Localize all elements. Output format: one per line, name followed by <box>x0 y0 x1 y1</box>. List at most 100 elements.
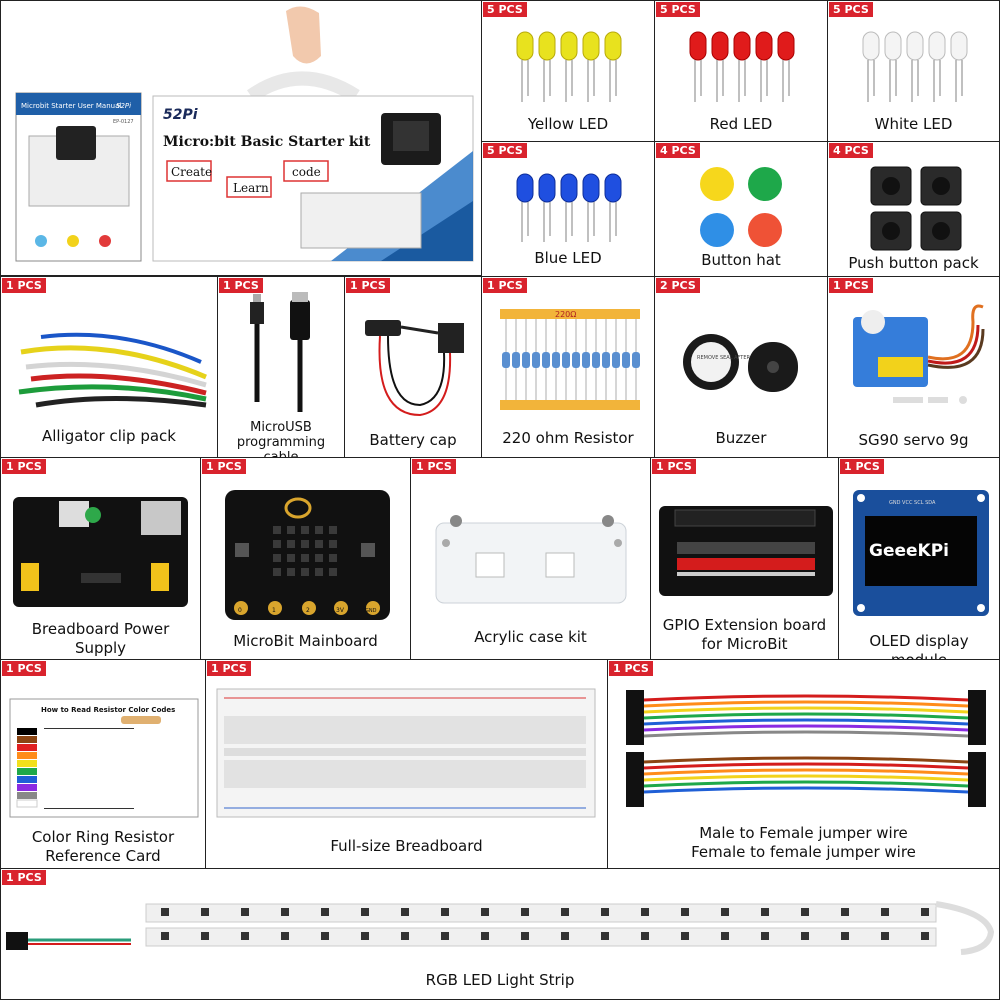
item-white-led: 5 PCS White LED <box>827 0 1000 142</box>
item-label-line2: Supply <box>74 639 127 657</box>
rgb-strip-icon <box>6 901 995 955</box>
item-label: White LED <box>874 115 953 133</box>
item-label: Full-size Breadboard <box>330 837 483 855</box>
item-push-button: 4 PCS Push button pack <box>827 141 1000 277</box>
item-servo: 1 PCS SG90 servo 9g <box>827 276 1000 458</box>
qty-badge: 4 PCS <box>656 143 700 158</box>
red-led-icon <box>689 31 795 102</box>
item-oled: 1 PCS GeeeKPi GND VCC SCL SDA OLED displ… <box>838 457 1000 660</box>
yellow-led-icon <box>516 31 622 102</box>
alligator-clip-icon <box>18 332 207 408</box>
box-title: Micro:bit Basic Starter kit <box>163 134 371 150</box>
item-label-line2: programming cable <box>236 435 326 458</box>
pin-label: 3V <box>336 607 345 614</box>
qty-badge: 1 PCS <box>346 278 390 293</box>
item-battery-cap: 1 PCS Battery cap <box>344 276 482 458</box>
usb-cable-icon <box>250 292 310 412</box>
pin-label: GND <box>365 608 377 614</box>
blue-led-icon <box>516 173 622 242</box>
microbit-board-icon: 0 1 2 3V GND <box>225 490 390 620</box>
buzzer-icon: REMOVE SEAL AFTER WASHING <box>683 334 798 392</box>
item-label-line1: Male to Female jumper wire <box>699 824 908 842</box>
resistor-strip-icon: 220Ω <box>500 309 640 410</box>
item-label: Blue LED <box>534 249 602 267</box>
acrylic-case-icon <box>435 515 627 604</box>
item-breadboard: 1 PCS Full-size Breadboard <box>205 659 608 869</box>
item-label: Yellow LED <box>527 115 609 133</box>
qty-badge: 1 PCS <box>207 661 251 676</box>
item-label: MicroBit Mainboard <box>233 632 378 650</box>
push-button-icon <box>870 166 962 251</box>
qty-badge: 4 PCS <box>829 143 873 158</box>
item-acrylic: 1 PCS Acrylic case kit <box>410 457 651 660</box>
gpio-board-icon <box>659 506 833 596</box>
item-label-line2: for MicroBit <box>701 635 788 653</box>
item-label-line1: GPIO Extension board <box>662 616 827 634</box>
item-resistor: 1 PCS 220Ω 220 ohm Resistor <box>481 276 655 458</box>
buzzer-sticker: REMOVE SEAL AFTER WASHING <box>697 355 776 361</box>
item-gpio: 1 PCS GPIO Extension board for MicroBit <box>650 457 839 660</box>
item-red-led: 5 PCS Red LED <box>654 0 828 142</box>
qty-badge: 1 PCS <box>609 661 653 676</box>
tag-code: code <box>292 165 321 179</box>
item-label: SG90 servo 9g <box>858 431 969 449</box>
breadboard-icon <box>216 688 596 818</box>
item-color-card: 1 PCS How to Read Resistor Color Codes C… <box>0 659 206 869</box>
pin-label: 1 <box>272 607 276 614</box>
item-label: Alligator clip pack <box>42 427 176 445</box>
item-label: MicroUSB programming cable <box>218 420 344 458</box>
qty-badge: 5 PCS <box>483 2 527 17</box>
manual-brand: 52Pi <box>116 102 131 110</box>
item-label: Battery cap <box>369 431 457 449</box>
battery-cap-icon <box>365 320 464 417</box>
qty-badge: 1 PCS <box>412 459 456 474</box>
qty-badge: 1 PCS <box>2 661 46 676</box>
item-buzzer: 2 PCS REMOVE SEAL AFTER WASHING Buzzer <box>654 276 828 458</box>
item-label-line1: Color Ring Resistor <box>31 828 175 846</box>
qty-badge: 5 PCS <box>829 2 873 17</box>
kit-box-illustration: Microbit Starter User Manual 52Pi EP-012… <box>15 6 474 262</box>
qty-badge: 5 PCS <box>656 2 700 17</box>
qty-badge: 1 PCS <box>202 459 246 474</box>
item-alligator: 1 PCS Alligator clip pack <box>0 276 218 458</box>
item-mainboard: 1 PCS 0 1 2 3V GND MicroBit Mainboard <box>200 457 411 660</box>
white-led-icon <box>862 31 968 102</box>
jumper-wire-icon <box>626 690 986 807</box>
item-label: OLED display module <box>869 632 969 660</box>
qty-badge: 2 PCS <box>656 278 700 293</box>
item-jumper: 1 PCS <box>607 659 1000 869</box>
qty-badge: 1 PCS <box>829 278 873 293</box>
item-label: RGB LED Light Strip <box>425 971 575 989</box>
qty-badge: 1 PCS <box>219 278 263 293</box>
item-blue-led: 5 PCS Blue LED <box>481 141 655 277</box>
servo-icon <box>853 304 985 404</box>
manual-title: Microbit Starter User Manual <box>21 102 121 110</box>
qty-badge: 1 PCS <box>2 870 46 885</box>
item-label-line2: Female to female jumper wire <box>691 843 916 861</box>
qty-badge: 1 PCS <box>840 459 884 474</box>
item-microusb: 1 PCS MicroUSB programming cable <box>217 276 345 458</box>
item-bb-power: 1 PCS Breadboard Power Supply <box>0 457 201 660</box>
box-brand: 52Pi <box>163 107 198 123</box>
item-label: Button hat <box>701 251 781 269</box>
item-label: Red LED <box>709 115 773 133</box>
item-yellow-led: 5 PCS Yellow LED <box>481 0 655 142</box>
qty-badge: 1 PCS <box>2 459 46 474</box>
card-title: How to Read Resistor Color Codes <box>41 706 175 714</box>
kit-hero-image: Microbit Starter User Manual 52Pi EP-012… <box>0 0 482 276</box>
item-label: 220 ohm Resistor <box>502 429 634 447</box>
item-rgb-strip: 1 PCS RGB LED Light Strip <box>0 868 1000 1000</box>
color-card-icon: How to Read Resistor Color Codes <box>9 698 199 818</box>
item-label: Color Ring Resistor Reference Card <box>1 828 205 866</box>
qty-badge: 1 PCS <box>483 278 527 293</box>
pin-label: 2 <box>306 607 310 614</box>
item-label-line1: MicroUSB <box>250 420 312 435</box>
bb-power-icon <box>13 497 188 607</box>
qty-badge: 1 PCS <box>652 459 696 474</box>
item-label: Push button pack <box>848 254 979 272</box>
tag-learn: Learn <box>233 181 269 195</box>
manual-code: EP-0127 <box>113 119 134 125</box>
item-label: Buzzer <box>715 429 767 447</box>
qty-badge: 1 PCS <box>2 278 46 293</box>
